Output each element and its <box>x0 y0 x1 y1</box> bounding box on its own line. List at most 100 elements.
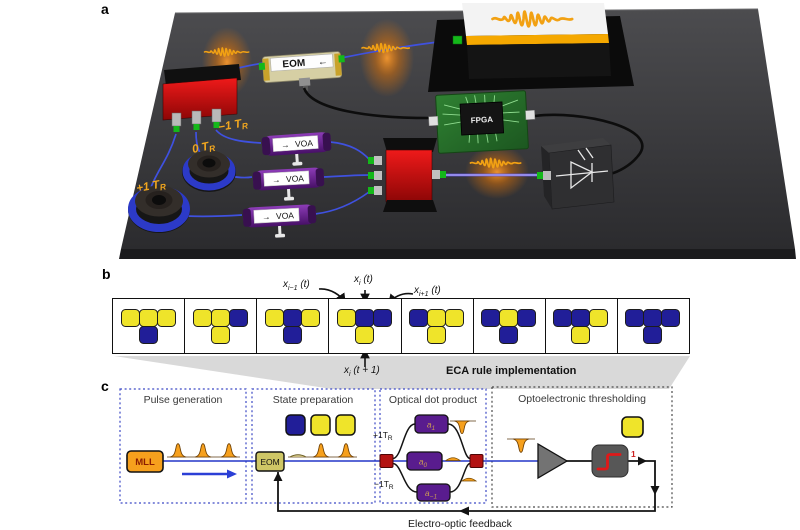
ca-state-square-yellow <box>427 326 446 344</box>
delay-labels: −1 TR 0 TR +1 TR <box>135 118 249 197</box>
title-pulse-generation: Pulse generation <box>144 394 223 406</box>
delay-minus1TR: −1TR <box>374 479 394 491</box>
delay-label-0: 0 TR <box>191 139 217 157</box>
threshold-box <box>591 444 629 478</box>
voa-label: VOA <box>286 173 305 184</box>
arrow-right-icon <box>638 456 647 466</box>
ca-state-square-blue <box>499 326 519 344</box>
section-titles: Pulse generation State preparation Optic… <box>144 393 646 406</box>
fiber-splitter <box>162 64 241 132</box>
output-state-square <box>621 416 644 438</box>
thresholding-content: 1 <box>507 416 644 480</box>
label-x-center: xi (t) <box>354 274 373 287</box>
weight-label-a1: a1 <box>427 420 436 433</box>
label-x-update: xi (t + 1) <box>344 365 380 378</box>
arrow-left-icon <box>459 506 469 516</box>
ca-state-square-yellow <box>300 309 320 327</box>
ca-state-square-blue <box>517 309 537 327</box>
voa-module-2: → VOA <box>252 167 325 201</box>
step-function-icon <box>596 453 622 471</box>
ca-state-square-yellow <box>571 326 591 344</box>
ca-state-square-yellow <box>499 309 519 327</box>
pulsed-laser-source <box>428 3 634 92</box>
svg-text:+1 TR: +1 TR <box>135 178 167 197</box>
fpga-label: FPGA <box>471 115 494 125</box>
eom-label: EOM <box>260 457 279 467</box>
eom-component: EOM ← <box>258 51 345 92</box>
mll-box <box>126 450 164 473</box>
eca-rule-cell <box>184 299 256 353</box>
coupler-split <box>379 454 394 468</box>
eom-label: EOM <box>282 58 305 71</box>
fpga-board: FPGA <box>428 90 536 154</box>
state-square-blue <box>285 414 306 436</box>
arrow-up-icon <box>273 472 283 481</box>
panel-b-label: b <box>102 266 111 282</box>
ca-state-square-yellow <box>192 309 212 327</box>
arrow-down-icon <box>650 486 660 495</box>
delay-label-minus1: −1 TR <box>217 118 249 134</box>
ca-state-square-yellow <box>589 309 609 327</box>
section-boxes <box>119 386 673 508</box>
eom-box <box>255 451 285 472</box>
eca-cells <box>112 298 690 354</box>
ca-state-square-blue <box>571 309 591 327</box>
eom-arrow-icon: ← <box>317 56 328 68</box>
delay-plus1TR: +1TR <box>373 430 393 442</box>
ca-state-square-blue <box>228 309 248 327</box>
amplifier-icon <box>537 442 569 480</box>
ca-state-square-yellow <box>210 309 230 327</box>
state-square-yellow <box>335 414 356 436</box>
feedback-path <box>273 456 660 516</box>
ca-state-square-yellow <box>138 309 158 327</box>
photodetector <box>537 138 615 210</box>
ca-state-square-yellow <box>336 309 356 327</box>
ca-state-square-yellow <box>210 326 230 344</box>
ca-state-square-blue <box>282 326 302 344</box>
voa-label: VOA <box>276 210 295 221</box>
eca-rule-cell <box>113 299 184 353</box>
weight-label-a-1: a−1 <box>425 488 438 501</box>
title-optical-dot-product: Optical dot product <box>389 394 477 406</box>
ca-state-square-yellow <box>354 326 374 344</box>
coax-cables <box>302 87 644 176</box>
state-square-yellow <box>310 414 331 436</box>
panel-a-label: a <box>101 1 109 17</box>
title-optoelectronic-thresholding: Optoelectronic thresholding <box>518 393 646 405</box>
voa-label: VOA <box>295 138 314 149</box>
svg-text:0 TR: 0 TR <box>191 139 217 157</box>
fiber-combiner <box>368 138 446 212</box>
voa-module-3: → VOA <box>242 204 317 238</box>
eca-rule-cell <box>256 299 328 353</box>
panel-a-scene: EOM ← → VOA → VO <box>119 3 796 259</box>
small-pulse <box>460 477 478 482</box>
pulse-generation-content: MLL <box>126 443 240 479</box>
ca-state-square-blue <box>354 309 374 327</box>
zoom-wedge <box>114 356 690 389</box>
weight-label-a0: a0 <box>419 457 428 470</box>
eca-caption: ECA rule implementation <box>446 365 577 377</box>
suppressed-pulse <box>289 454 307 458</box>
panel-c-label: c <box>101 378 109 394</box>
ca-state-square-blue <box>553 309 573 327</box>
label-x-next: xi+1 (t) <box>414 285 441 298</box>
panel-c-scene: Pulse generation State preparation Optic… <box>119 386 673 530</box>
box-optical-dot-product <box>379 388 487 504</box>
mll-label: MLL <box>135 457 155 468</box>
fiber-spool-0TR <box>182 150 236 192</box>
voa-module-1: → VOA <box>261 132 332 166</box>
box-optoelectronic-thresholding <box>491 386 673 508</box>
title-state-preparation: State preparation <box>273 394 354 406</box>
fiber-spool-plus1TR <box>128 185 190 233</box>
ca-state-square-blue <box>372 309 392 327</box>
optical-dot-product-content: a1 a0 a−1 +1TR −1TR <box>373 414 484 502</box>
weight-box-a1 <box>414 414 449 434</box>
threshold-output-label: 1 <box>631 449 636 459</box>
weight-box-a-1 <box>416 483 451 502</box>
ca-state-square-yellow <box>427 309 446 327</box>
voa-arrow-icon: → <box>281 139 290 150</box>
ca-state-square-blue <box>481 309 501 327</box>
eca-rule-cell <box>472 299 545 353</box>
state-preparation-content: EOM <box>255 414 357 472</box>
